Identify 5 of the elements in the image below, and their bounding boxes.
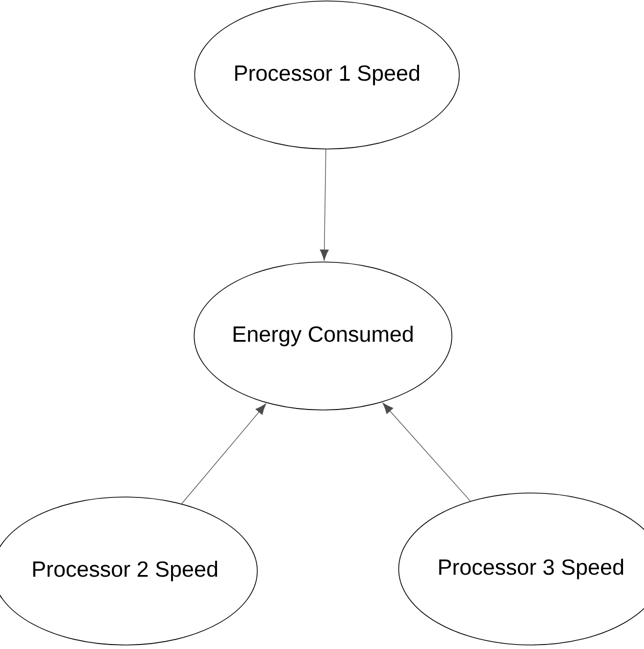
ellipse-node: Processor 1 Speed bbox=[194, 0, 460, 150]
ellipse-node: Energy Consumed bbox=[194, 262, 452, 410]
arrow bbox=[320, 149, 329, 261]
arrow bbox=[181, 404, 266, 504]
arrow bbox=[382, 402, 471, 502]
